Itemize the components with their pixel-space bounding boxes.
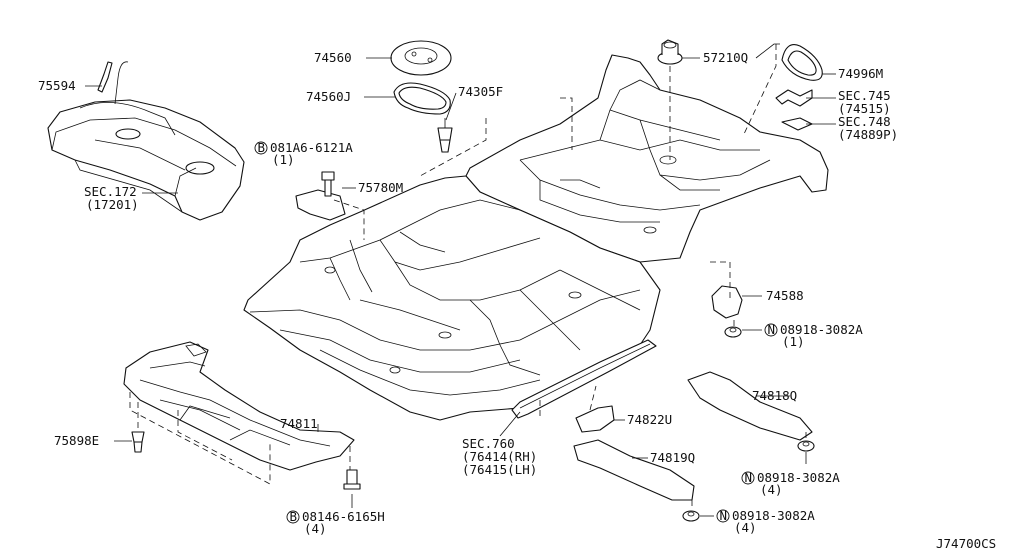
callout-75780m: 75780M (358, 180, 403, 195)
floor-pan-drawing (243, 54, 829, 421)
callout-sec172-sub: (17201) (86, 197, 139, 212)
callout-sec760: SEC.760 (462, 436, 515, 451)
bolt-symbol-b-1-letter: B (258, 140, 266, 155)
bracket-74822u-drawing (575, 405, 615, 433)
callout-sec748: SEC.748 (838, 114, 891, 129)
callout-75898e: 75898E (54, 433, 99, 448)
bracket-75780m-drawing (295, 189, 346, 221)
callout-75594: 75594 (38, 78, 76, 93)
callout-08918-3082a-1-qty: (1) (782, 334, 805, 349)
nut-symbol-n-1-letter: N (768, 322, 776, 337)
bolt-symbol-b-2-letter: B (290, 509, 298, 524)
callout-08918-3082a-2-qty: (4) (760, 482, 783, 497)
clip-drawing (437, 118, 453, 153)
leader-lines (85, 43, 836, 517)
callout-08918-3082a-3: 08918-3082A (732, 508, 815, 523)
bracket-74588-drawing (711, 285, 743, 319)
callout-74822u: 74822U (627, 412, 672, 427)
fuel-tank-drawing (47, 61, 245, 221)
callout-08918-3082a-1: 08918-3082A (780, 322, 863, 337)
callout-08146-6165h: 08146-6165H (302, 509, 385, 524)
nut-drawing-3 (682, 510, 700, 522)
nut-drawing-2 (797, 440, 815, 452)
bolt-symbol-b-2 (286, 510, 300, 524)
callout-sec760-lh: (76415(LH) (462, 462, 537, 477)
callout-sec760-rh: (76414(RH) (462, 449, 537, 464)
nut-symbol-n-1 (764, 323, 778, 337)
callout-labels: 75594 74560 74560J 74305F 57210Q 74996M … (38, 50, 996, 551)
callout-081a6-6121a: 081A6-6121A (270, 140, 353, 155)
vent-tube-drawing (97, 61, 113, 93)
callout-74818q: 74818Q (752, 388, 797, 403)
callout-sec745: SEC.745 (838, 88, 891, 103)
nut-symbol-n-3-letter: N (720, 508, 728, 523)
clip-75898e-drawing (131, 431, 145, 453)
callout-74819q: 74819Q (650, 450, 695, 465)
callout-08918-3082a-2: 08918-3082A (757, 470, 840, 485)
ring-seal-drawing (781, 44, 823, 81)
reinforcement-74819q-drawing (573, 439, 695, 501)
callout-74560: 74560 (314, 50, 352, 65)
bolt-symbol-b-1 (254, 141, 268, 155)
under-cover-74811-drawing (123, 341, 355, 471)
nut-symbol-n-3 (716, 509, 730, 523)
callout-74588: 74588 (766, 288, 804, 303)
nut-drawing-1 (724, 326, 742, 338)
access-cover-drawing (390, 40, 452, 115)
assembly-lines (129, 44, 807, 510)
callout-sec748-sub: (74889P) (838, 127, 898, 142)
callout-08146-6165h-qty: (4) (304, 521, 327, 536)
reinforcement-74818q-drawing (687, 371, 813, 441)
diagram-code: J74700CS (936, 536, 996, 551)
grommet-drawing (657, 39, 683, 65)
callout-081a6-6121a-qty: (1) (272, 152, 295, 167)
callout-sec172: SEC.172 (84, 184, 137, 199)
callout-74560j: 74560J (306, 89, 351, 104)
callout-74996m: 74996M (838, 66, 883, 81)
callout-08918-3082a-3-qty: (4) (734, 520, 757, 535)
callout-74811: 74811 (280, 416, 318, 431)
bolt-081a6-drawing (321, 171, 335, 197)
callout-57210q: 57210Q (703, 50, 748, 65)
nut-symbol-n-2 (741, 471, 755, 485)
callout-74305f: 74305F (458, 84, 503, 99)
callout-sec745-sub: (74515) (838, 101, 891, 116)
bolt-08146-drawing (343, 469, 361, 490)
nut-symbol-n-2-letter: N (745, 470, 753, 485)
